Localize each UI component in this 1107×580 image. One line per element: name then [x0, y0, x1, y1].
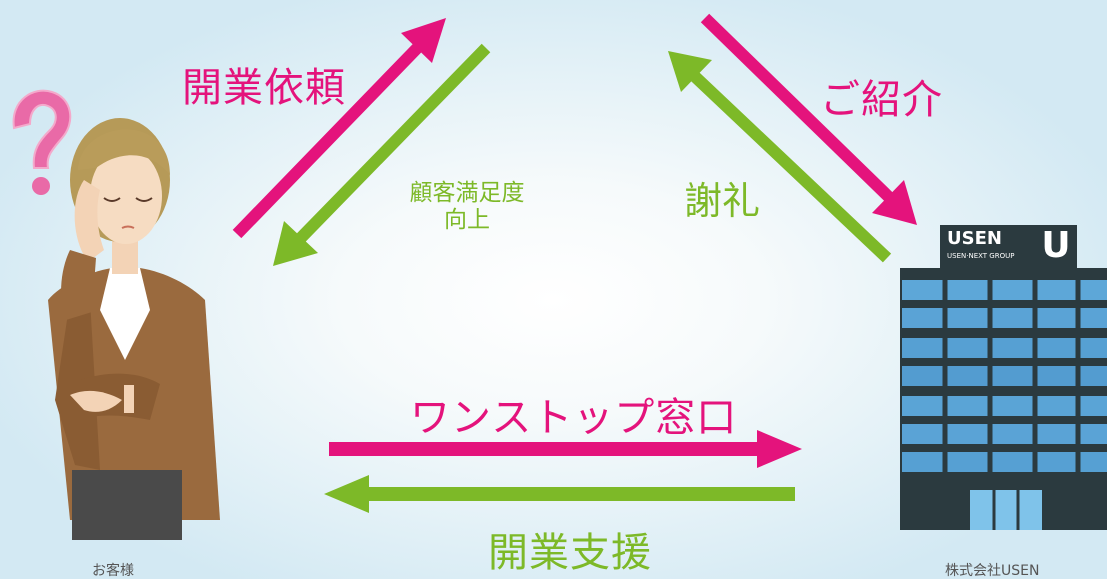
- arrow-sharei: [668, 51, 892, 263]
- arrow-kaigyo-shien: [324, 475, 795, 513]
- building-entrance: [970, 490, 1042, 530]
- label-goshokai: ご紹介: [820, 77, 943, 123]
- label-kokyaku-manzoku: 顧客満足度 向上: [392, 180, 542, 234]
- arrow-goshokai: [700, 13, 917, 225]
- caption-customer: お客様: [92, 563, 134, 579]
- label-sharei: 謝礼: [684, 179, 761, 223]
- usen-group-text: USEN·NEXT GROUP: [947, 252, 1015, 260]
- label-one-stop: ワンストップ窓口: [410, 395, 738, 441]
- caption-company: 株式会社USEN: [945, 563, 1040, 579]
- label-kaigyo-irai: 開業依頼: [182, 65, 346, 111]
- usen-signboard: [940, 225, 1077, 270]
- question-mark-icon: [12, 89, 72, 195]
- label-kaigyo-shien: 開業支援: [488, 530, 652, 576]
- usen-mark: U: [1041, 225, 1071, 266]
- label-kokyaku-manzoku-line1: 顧客満足度: [409, 180, 525, 206]
- usen-brand-text: USEN: [947, 228, 1002, 249]
- building-windows: [902, 280, 1107, 472]
- label-kokyaku-manzoku-line2: 向上: [444, 207, 490, 233]
- arrow-one-stop: [329, 430, 802, 468]
- arrow-kaigyo-irai: [232, 18, 446, 239]
- arrow-kokyaku-manzoku: [273, 43, 491, 266]
- usen-logo: USEN USEN·NEXT GROUP U: [944, 225, 1076, 268]
